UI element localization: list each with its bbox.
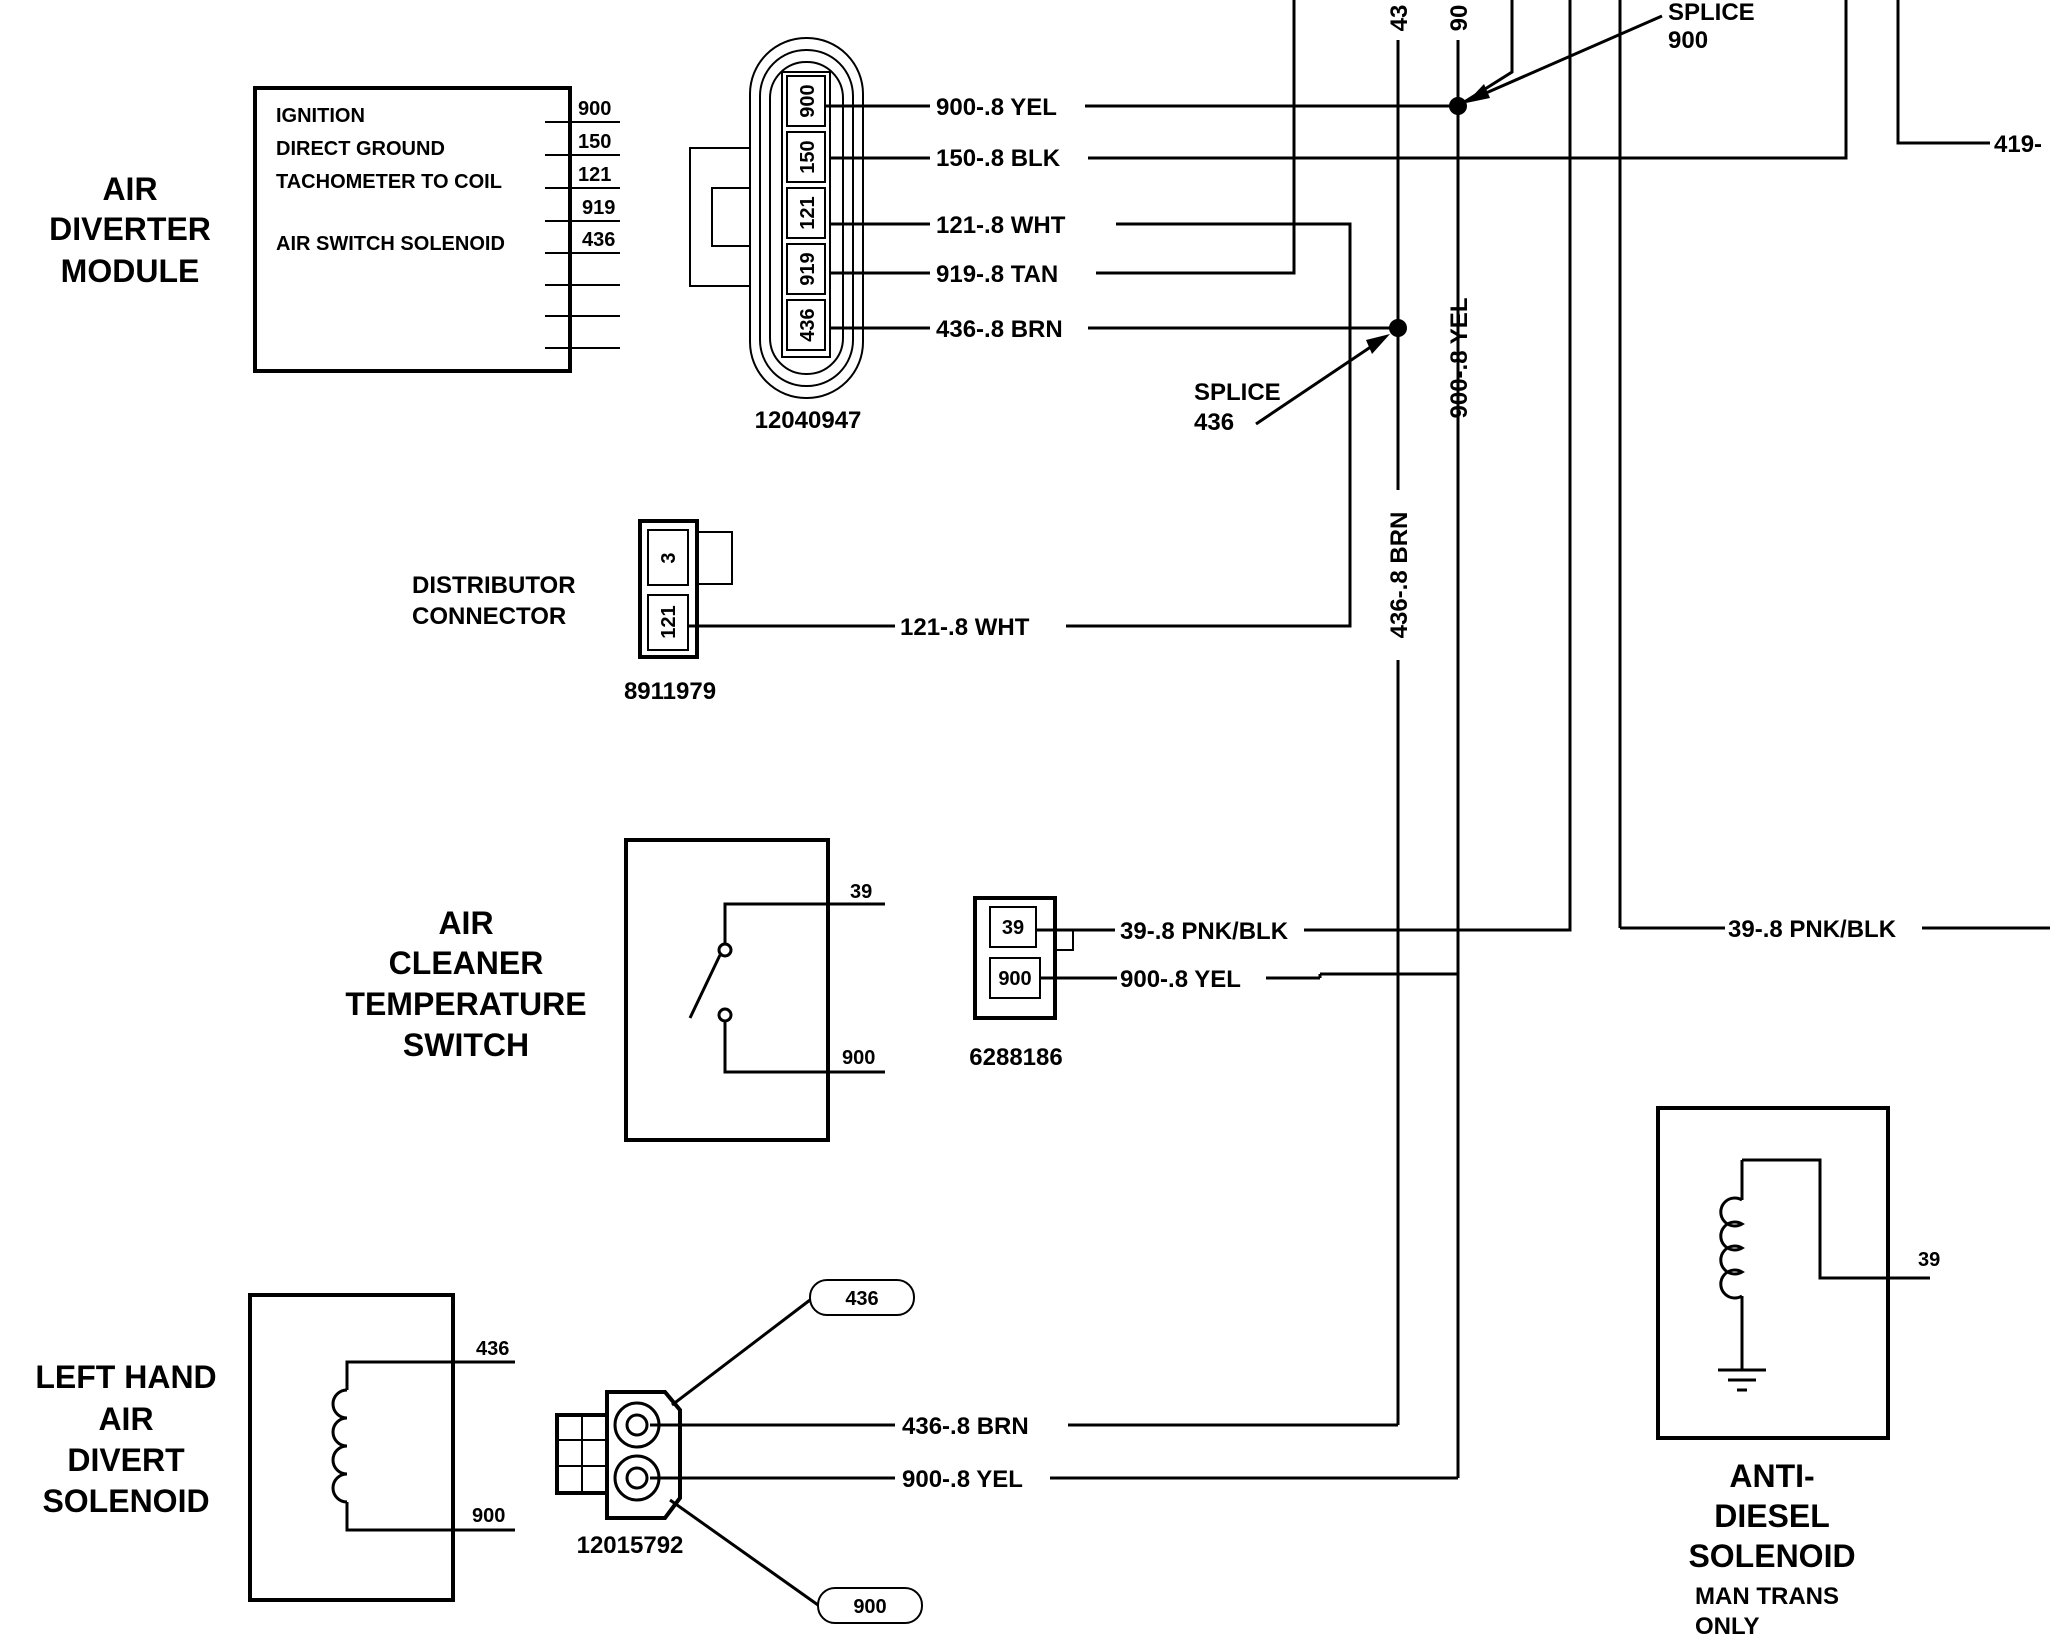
module-title-2: DIVERTER	[49, 211, 211, 247]
wire-label-919-tan: 919-.8 TAN	[936, 261, 1058, 288]
vert-label-900-yel: 900-.8 YEL	[1446, 298, 1473, 419]
splice-labels: SPLICE 900 SPLICE 436	[1194, 0, 1755, 436]
module-title-1: AIR	[102, 171, 157, 207]
switch-connector-6288186: 39 900 39-.8 PNK/BLK 900-.8 YEL 6288186	[969, 896, 1322, 1071]
anti-diesel-pin-39: 39	[1918, 1249, 1940, 1271]
lh-title-3: DIVERT	[67, 1442, 185, 1478]
wire-label-900-sol: 900-.8 YEL	[902, 1466, 1023, 1493]
switch-connector-part: 6288186	[969, 1044, 1062, 1071]
solenoid-connector-12015792: 436-.8 BRN 900-.8 YEL 436 900 12015792	[555, 1279, 1029, 1624]
lh-air-divert-solenoid: LEFT HAND AIR DIVERT SOLENOID 436 900	[35, 1293, 515, 1602]
top-label-90: 90	[1446, 5, 1473, 32]
module-pin-900: 900	[578, 98, 611, 120]
splice-436-label-2: 436	[1194, 409, 1234, 436]
dist-connector-part: 8911979	[624, 678, 716, 705]
splice-436-label-1: SPLICE	[1194, 379, 1281, 406]
dist-cavity-121: 121	[658, 605, 680, 638]
dist-title-2: CONNECTOR	[412, 603, 566, 630]
module-title-3: MODULE	[61, 253, 200, 289]
acts-title-1: AIR	[438, 905, 493, 941]
acts-pin-39: 39	[850, 881, 872, 903]
conn-cavity-150: 150	[797, 140, 819, 173]
module-fn-tach: TACHOMETER TO COIL	[276, 171, 502, 193]
acts-title-3: TEMPERATURE	[345, 986, 586, 1022]
lh-title-4: SOLENOID	[42, 1483, 209, 1519]
lh-pin-900: 900	[472, 1505, 505, 1527]
splice-436-dot	[1389, 319, 1407, 337]
module-harness-wires: 900-.8 YEL 150-.8 BLK 121-.8 WHT 919-.8 …	[825, 0, 1848, 976]
module-pin-121: 121	[578, 164, 611, 186]
wire-label-121-wht-dist: 121-.8 WHT	[900, 614, 1030, 641]
module-connector-12040947: 900 150 121 919 436 12040947	[689, 37, 864, 434]
module-pin-919: 919	[582, 197, 615, 219]
solenoid-connector-part: 12015792	[577, 1532, 684, 1559]
anti-diesel-title-2: DIESEL	[1714, 1498, 1830, 1534]
wire-label-900-yel: 900-.8 YEL	[936, 94, 1057, 121]
right-label-419: 419-	[1994, 131, 2042, 158]
module-fn-air-switch: AIR SWITCH SOLENOID	[276, 233, 505, 255]
splice-900-dot	[1449, 97, 1467, 115]
wire-label-39-right: 39-.8 PNK/BLK	[1728, 916, 1897, 943]
conn-cavity-121: 121	[797, 196, 819, 229]
conn-cavity-436: 436	[797, 308, 819, 341]
splice-900-label-2: 900	[1668, 27, 1708, 54]
anti-diesel-solenoid: 39 ANTI- DIESEL SOLENOID MAN TRANS ONLY	[1656, 1106, 1940, 1640]
wire-label-436-brn: 436-.8 BRN	[936, 316, 1063, 343]
module-connector-part: 12040947	[755, 407, 862, 434]
lh-title-2: AIR	[98, 1401, 153, 1437]
dist-cavity-3: 3	[658, 552, 680, 563]
anti-diesel-note-1: MAN TRANS	[1695, 1583, 1839, 1610]
dist-title-1: DISTRIBUTOR	[412, 572, 576, 599]
wire-label-39-switch: 39-.8 PNK/BLK	[1120, 918, 1289, 945]
acts-title-2: CLEANER	[389, 945, 544, 981]
module-fn-ignition: IGNITION	[276, 105, 365, 127]
anti-diesel-title-1: ANTI-	[1729, 1458, 1814, 1494]
acts-pin-900: 900	[842, 1047, 875, 1069]
switch-cavity-900: 900	[998, 968, 1031, 990]
module-pin-150: 150	[578, 131, 611, 153]
vertical-trunks: 436-.8 BRN 43 900-.8 YEL 90 419-	[1050, 0, 2042, 1480]
air-cleaner-temp-switch: AIR CLEANER TEMPERATURE SWITCH 39 900	[345, 838, 885, 1142]
module-fn-ground: DIRECT GROUND	[276, 138, 445, 160]
lh-pin-436: 436	[476, 1338, 509, 1360]
air-diverter-module: AIR DIVERTER MODULE IGNITION DIRECT GROU…	[49, 86, 620, 373]
wire-label-900-switch: 900-.8 YEL	[1120, 966, 1241, 993]
wire-label-150-blk: 150-.8 BLK	[936, 145, 1061, 172]
acts-title-4: SWITCH	[403, 1027, 529, 1063]
splice-900-label-1: SPLICE	[1668, 0, 1755, 26]
right-39-run: 39-.8 PNK/BLK	[1620, 916, 2050, 943]
anti-diesel-note-2: ONLY	[1695, 1613, 1759, 1640]
sol-tag-900: 900	[853, 1596, 886, 1618]
conn-cavity-919: 919	[797, 252, 819, 285]
sol-tag-436: 436	[845, 1288, 878, 1310]
lh-title-1: LEFT HAND	[35, 1359, 216, 1395]
module-pin-436: 436	[582, 229, 615, 251]
switch-cavity-39: 39	[1002, 917, 1024, 939]
wire-label-121-wht: 121-.8 WHT	[936, 212, 1066, 239]
module-box	[253, 86, 572, 373]
wire-label-436-sol: 436-.8 BRN	[902, 1413, 1029, 1440]
conn-cavity-900: 900	[797, 84, 819, 117]
distributor-connector: DISTRIBUTOR CONNECTOR 3 121 121-.8 WHT 8…	[412, 519, 1030, 705]
top-label-43: 43	[1386, 5, 1413, 32]
vert-label-436-brn: 436-.8 BRN	[1386, 512, 1413, 639]
anti-diesel-title-3: SOLENOID	[1688, 1538, 1855, 1574]
